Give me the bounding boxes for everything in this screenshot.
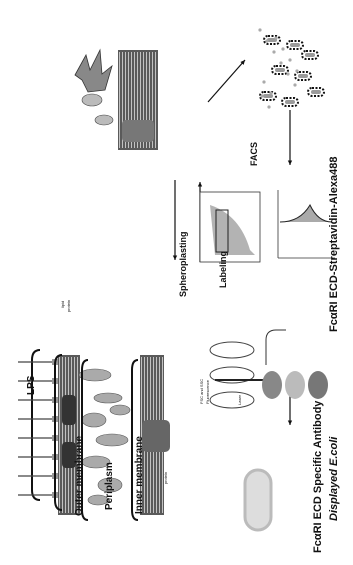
- inner-protein-label: protein: [163, 472, 168, 484]
- background-dot: [279, 61, 282, 64]
- displayed-ecoli-cell: [245, 470, 271, 530]
- periplasm-protein: [96, 434, 128, 446]
- fluorescence-label: Fluorescence: [205, 380, 210, 404]
- labeled-cell-core: [290, 43, 300, 47]
- periplasm-protein: [79, 369, 111, 381]
- lps-brace: [32, 350, 40, 500]
- background-dot: [293, 83, 296, 86]
- spheroplasting-label: Spheroplasting: [178, 231, 188, 297]
- labeling-label: Labeling: [218, 251, 228, 288]
- arrow-labeled-to-sorted: [208, 60, 245, 102]
- background-dot: [262, 80, 265, 83]
- background-dot: [272, 50, 275, 53]
- streptavidin-star: [75, 50, 112, 92]
- labeled-cell-core: [305, 53, 315, 57]
- periplasm-label: Periplasm: [104, 462, 115, 510]
- inner-membrane-protein: [142, 420, 170, 452]
- background-dot: [265, 39, 268, 42]
- facs-histogram-peak: [280, 205, 332, 222]
- background-dot: [267, 105, 270, 108]
- inner-membrane-label: Inner membrane: [134, 436, 145, 514]
- background-dot: [274, 36, 277, 39]
- labeled-cell-core: [311, 90, 321, 94]
- labeled-cell-core: [263, 94, 273, 98]
- background-dot: [269, 91, 272, 94]
- collection-tube: [262, 371, 282, 399]
- arrow-sorted-to-displayed-head: [288, 420, 292, 425]
- background-dot: [286, 72, 289, 75]
- outer-membrane-label: Outer membrane: [74, 436, 85, 516]
- collection-tube: [285, 371, 305, 399]
- periplasm-protein: [94, 393, 122, 403]
- background-dot: [281, 47, 284, 50]
- title-bottom-line2: Displayed E.coli: [328, 437, 340, 521]
- background-dot: [260, 94, 263, 97]
- background-dot: [295, 69, 298, 72]
- arrow-spheroplasting-head: [198, 182, 202, 187]
- antigen-probe: [82, 94, 102, 106]
- protein-label: protein: [66, 300, 71, 312]
- arrow-labeling-head: [173, 255, 177, 260]
- lipid-label: lipid: [60, 301, 65, 308]
- laser-label: Laser: [237, 395, 242, 405]
- spheroplast-protein: [122, 120, 154, 142]
- labeled-cell-core: [298, 74, 308, 78]
- title-bottom-line1: FcαRI ECD Specific Antibody: [312, 401, 324, 553]
- labeled-cell-core: [275, 68, 285, 72]
- title-top: FcαRI ECD-Streptavidin-Alexa488: [328, 157, 340, 332]
- antibody-fragment: [95, 115, 113, 125]
- facs-nozzle-ring: [210, 392, 254, 408]
- background-dot: [258, 28, 261, 31]
- periplasm-protein: [82, 413, 106, 427]
- lps-label: LPS: [26, 376, 37, 395]
- facs-deflection-plate: [266, 330, 286, 365]
- background-dot: [288, 58, 291, 61]
- facs-label: FACS: [249, 142, 259, 166]
- arrow-facs-head: [288, 160, 292, 165]
- collection-tube: [308, 371, 328, 399]
- labeled-cell-core: [285, 100, 295, 104]
- outer-membrane-protein: [62, 395, 76, 425]
- fsc-ssc-label: FSC and SSC: [199, 379, 204, 404]
- facs-nozzle-ring: [210, 342, 254, 358]
- periplasm-protein: [110, 405, 130, 415]
